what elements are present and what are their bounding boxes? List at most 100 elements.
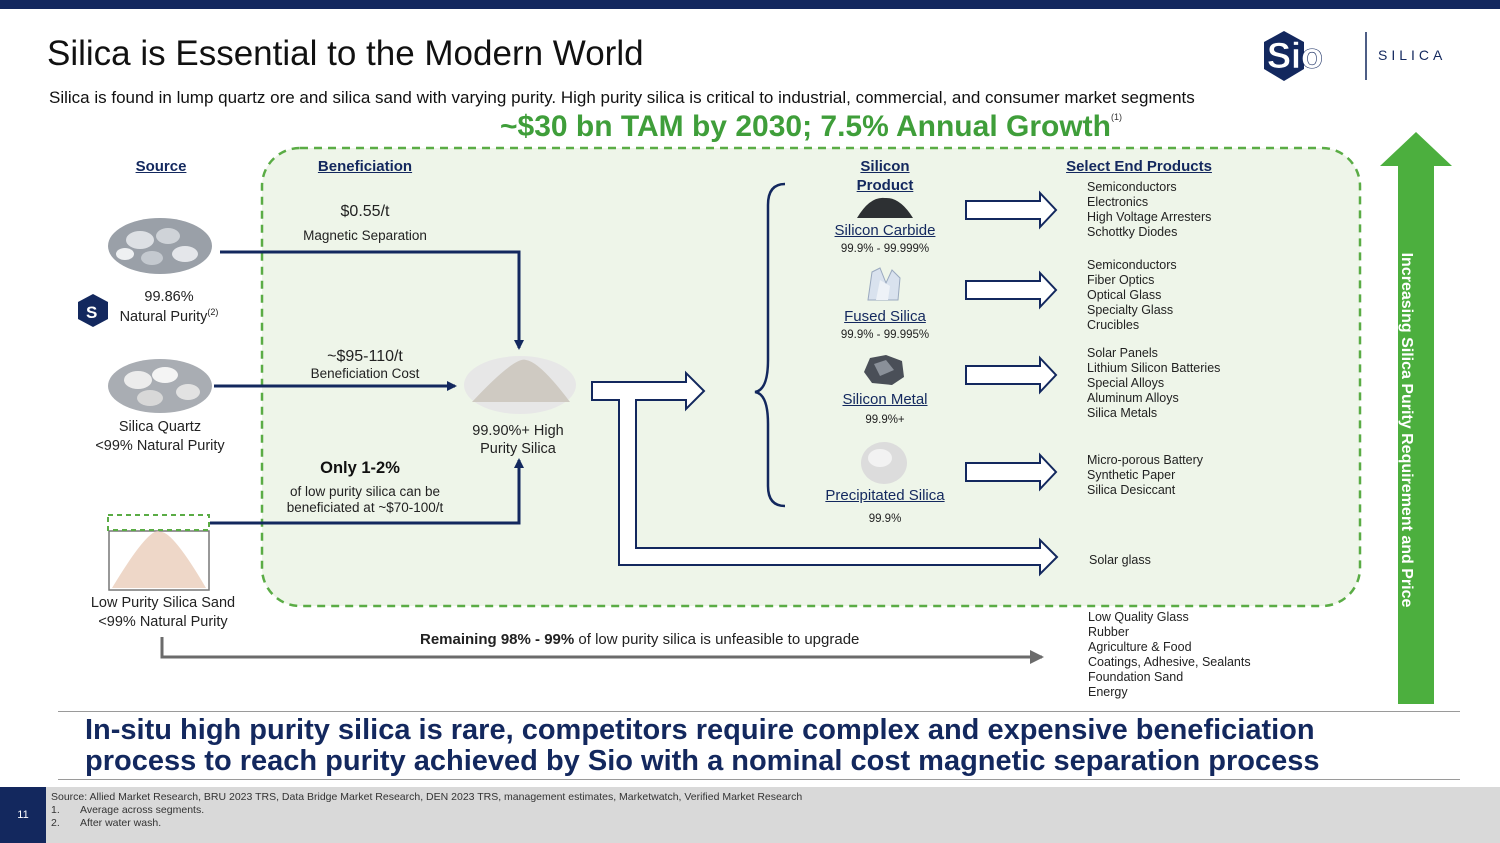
- header-beneficiation: Beneficiation: [317, 158, 413, 175]
- sio-purity-value: 99.86%: [144, 289, 194, 305]
- quartz-cost-label: Beneficiation Cost: [310, 366, 420, 381]
- end-list-silicon-carbide: Semiconductors Electronics High Voltage …: [1087, 180, 1211, 240]
- logo-hexagon: [1264, 31, 1304, 81]
- key-takeaway-banner: In-situ high purity silica is rare, comp…: [85, 714, 1320, 777]
- footnote-2-num: 2.: [51, 817, 60, 829]
- sand-purity: <99% Natural Purity: [98, 614, 228, 630]
- list-item: Specialty Glass: [1087, 303, 1174, 317]
- quartz-cost: ~$95-110/t: [327, 348, 403, 365]
- sand-top-dashed-box: [107, 514, 210, 531]
- silicon-metal-icon: [864, 355, 904, 385]
- hp-to-products-arrow: [591, 370, 1059, 577]
- list-item: Fiber Optics: [1087, 273, 1155, 287]
- list-item: Lithium Silicon Batteries: [1087, 361, 1221, 375]
- tam-text: ~$30 bn TAM by 2030; 7.5% Annual Growth: [500, 110, 1111, 143]
- high-purity-line2: Purity Silica: [480, 441, 556, 457]
- logo-text: SILICA: [1378, 47, 1447, 63]
- sio-logo: Sio: [1264, 31, 1367, 81]
- remaining-grey-arrow: [160, 637, 1044, 664]
- product-purity-silicon-carbide: 99.9% - 99.999%: [840, 243, 930, 255]
- product-brace: [754, 182, 786, 508]
- page-subtitle: Silica is found in lump quartz ore and s…: [49, 88, 1195, 107]
- svg-text:S: S: [86, 303, 97, 322]
- sio-purity-label-text: Natural Purity: [119, 308, 208, 325]
- footer-bar: [0, 787, 1500, 843]
- list-item: Semiconductors: [1087, 258, 1177, 272]
- list-item: Low Quality Glass: [1088, 610, 1189, 624]
- product-name-silicon-carbide: Silicon Carbide: [834, 222, 936, 239]
- list-item: Aluminum Alloys: [1087, 391, 1179, 405]
- end-list-fused-silica: Semiconductors Fiber Optics Optical Glas…: [1087, 258, 1177, 333]
- purity-increase-label: Increasing Silica Purity Requirement and…: [1398, 252, 1415, 608]
- tam-footnote: (1): [1110, 112, 1122, 122]
- tam-headline: ~$30 bn TAM by 2030; 7.5% Annual Growth(…: [500, 110, 1122, 144]
- list-item: Agriculture & Food: [1088, 640, 1192, 654]
- list-item: Optical Glass: [1087, 288, 1162, 302]
- sand-arrow: [210, 458, 524, 525]
- sio-s-icon: S: [78, 294, 108, 327]
- end-list-low-quality: Low Quality Glass Rubber Agriculture & F…: [1088, 610, 1251, 700]
- list-item: Electronics: [1087, 195, 1149, 209]
- list-item: Rubber: [1088, 625, 1129, 639]
- header-source: Source: [135, 158, 187, 175]
- page-number: 11: [0, 787, 46, 843]
- solar-glass-label: Solar glass: [1089, 553, 1151, 567]
- precipitated-end-arrow: [965, 452, 1058, 492]
- footer-source: Source: Allied Market Research, BRU 2023…: [51, 791, 803, 803]
- list-item: Solar Panels: [1087, 346, 1158, 360]
- sand-line2: beneficiated at ~$70-100/t: [286, 500, 444, 515]
- high-purity-line1: 99.90%+ High: [472, 423, 564, 439]
- list-item: Energy: [1088, 685, 1128, 699]
- list-item: Schottky Diodes: [1087, 225, 1178, 239]
- sio-quartz-image: [108, 218, 212, 274]
- purity-increase-arrow: [1380, 132, 1452, 704]
- sand-headline: Only 1-2%: [320, 459, 400, 477]
- list-item: Synthetic Paper: [1087, 468, 1176, 482]
- product-purity-fused-silica: 99.9% - 99.995%: [840, 329, 930, 341]
- header-silicon-product-2: Product: [856, 177, 914, 194]
- silicon-carbide-icon: [857, 197, 913, 218]
- footnote-1-text: Average across segments.: [80, 804, 205, 816]
- end-list-silicon-metal: Solar Panels Lithium Silicon Batteries S…: [1087, 346, 1220, 421]
- header-end-products: Select End Products: [1066, 158, 1212, 175]
- banner-top-rule: [58, 711, 1460, 712]
- page-title: Silica is Essential to the Modern World: [47, 34, 644, 73]
- fused-silica-icon: [867, 267, 901, 301]
- carbide-end-arrow: [965, 190, 1058, 230]
- sand-name: Low Purity Silica Sand: [90, 595, 236, 611]
- metal-end-arrow: [965, 355, 1058, 395]
- list-item: Micro-porous Battery: [1087, 453, 1204, 467]
- sand-line1: of low purity silica can be: [289, 484, 441, 499]
- footnote-1-num: 1.: [51, 804, 60, 816]
- footnote-2-text: After water wash.: [80, 817, 162, 829]
- banner-bottom-rule: [58, 779, 1460, 780]
- beneficiation-zone: [260, 146, 1362, 608]
- logo-mark: Sio: [1267, 35, 1323, 76]
- sio-purity-note: (2): [207, 307, 219, 317]
- magnetic-arrow: [220, 250, 524, 350]
- list-item: Silica Desiccant: [1087, 483, 1176, 497]
- silica-quartz-image: [108, 359, 212, 413]
- remaining-text: Remaining 98% - 99% of low purity silica…: [420, 631, 859, 648]
- silica-quartz-name: Silica Quartz: [118, 419, 202, 435]
- sio-purity-label: Natural Purity(2): [108, 307, 230, 325]
- remaining-bold: Remaining 98% - 99%: [420, 631, 575, 648]
- list-item: High Voltage Arresters: [1087, 210, 1212, 224]
- header-silicon-product-1: Silicon: [860, 158, 910, 175]
- top-accent-bar: [0, 0, 1500, 9]
- magnetic-label: Magnetic Separation: [303, 228, 427, 243]
- list-item: Crucibles: [1087, 318, 1140, 332]
- list-item: Coatings, Adhesive, Sealants: [1088, 655, 1251, 669]
- end-list-precipitated-silica: Micro-porous Battery Synthetic Paper Sil…: [1087, 453, 1203, 498]
- fused-end-arrow: [965, 270, 1058, 310]
- product-name-precipitated-silica: Precipitated Silica: [825, 487, 945, 504]
- product-purity-silicon-metal: 99.9%+: [865, 414, 905, 426]
- product-name-silicon-metal: Silicon Metal: [842, 391, 928, 408]
- magnetic-cost: $0.55/t: [340, 203, 390, 220]
- list-item: Special Alloys: [1087, 376, 1165, 390]
- silica-quartz-purity: <99% Natural Purity: [95, 438, 225, 454]
- purity-increase-label-box: Increasing Silica Purity Requirement and…: [1384, 210, 1428, 650]
- remaining-rest: of low purity silica is unfeasible to up…: [574, 631, 860, 648]
- list-item: Semiconductors: [1087, 180, 1177, 194]
